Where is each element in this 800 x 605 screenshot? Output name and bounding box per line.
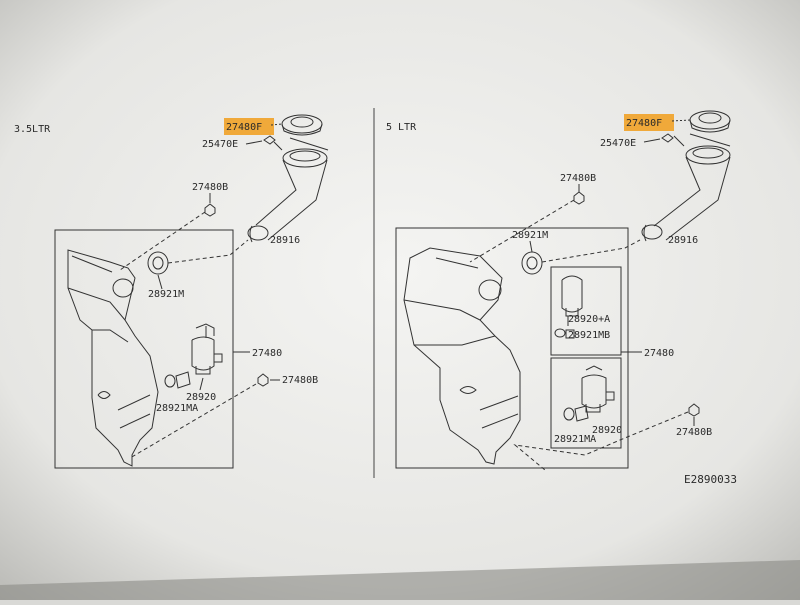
left-filler-neck-label: 28916 — [270, 235, 300, 246]
right-cap-label-highlight — [624, 114, 674, 131]
left-pump-seal-label: 28921MA — [156, 403, 198, 414]
right-pump-seal-label: 28921MA — [554, 434, 596, 445]
left-pump-label: 28920 — [186, 392, 216, 403]
right-pump-a — [561, 275, 583, 326]
right-clip — [661, 133, 674, 143]
right-seal-label: 28921M — [512, 230, 548, 241]
left-pump-seal — [164, 371, 191, 389]
figure-code: E2890033 — [684, 473, 737, 486]
right-tank-label: 27480 — [644, 348, 674, 359]
left-tank-label: 27480 — [252, 348, 282, 359]
left-tank-frame — [54, 229, 234, 469]
left-filler-neck — [247, 137, 329, 243]
right-filler-neck — [641, 133, 731, 242]
left-clip — [263, 135, 276, 145]
left-tank — [67, 249, 159, 467]
right-section: 5 LTR 27480F 25470E 28916 — [386, 110, 731, 471]
left-cap-label: 27480F — [226, 122, 262, 133]
left-section: 3.5LTR 27480F 25470E 28916 — [14, 114, 329, 469]
right-section-title: 5 LTR — [386, 122, 417, 133]
right-bolt-bottom-label: 27480B — [676, 427, 712, 438]
right-pump-box — [550, 357, 622, 449]
left-clip-label: 25470E — [202, 139, 238, 150]
monitor-bezel — [0, 560, 800, 600]
left-section-title: 3.5LTR — [14, 124, 51, 135]
left-seal-label: 28921M — [148, 289, 184, 300]
right-cap-label: 27480F — [626, 118, 662, 129]
left-bolt-bottom — [257, 373, 269, 387]
left-cap — [281, 114, 323, 136]
right-tank — [403, 247, 521, 465]
right-pump-a-box — [550, 266, 622, 356]
left-bolt-top-label: 27480B — [192, 182, 228, 193]
left-pump — [191, 323, 223, 375]
right-pump-seal — [563, 405, 589, 422]
right-bolt-bottom — [688, 403, 700, 417]
right-clip-label: 25470E — [600, 138, 636, 149]
right-cap — [689, 110, 731, 133]
left-bolt-bottom-label: 27480B — [282, 375, 318, 386]
right-filler-neck-label: 28916 — [668, 235, 698, 246]
left-bolt-top — [204, 203, 216, 217]
right-tank-frame — [395, 227, 629, 469]
right-bolt-top-label: 27480B — [560, 173, 596, 184]
right-pump-a-seal — [554, 328, 575, 339]
left-cap-label-highlight — [224, 118, 274, 135]
right-pump-a-seal-label: 28921MB — [568, 330, 610, 341]
right-pump-label: 28920 — [592, 425, 622, 436]
right-pump-a-label: 28920+A — [568, 314, 610, 325]
